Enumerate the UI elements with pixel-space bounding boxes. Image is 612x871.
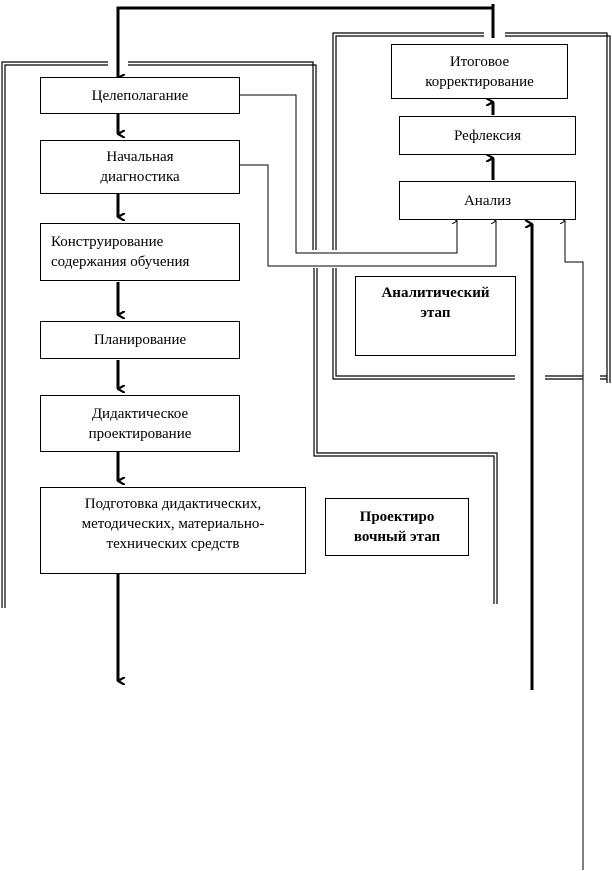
- step-analysis: Анализ: [399, 181, 576, 220]
- step-goal-setting: Целеполагание: [40, 77, 240, 114]
- step-final-correction: Итоговое корректирование: [391, 44, 568, 99]
- design-stage-label: Проектиро вочный этап: [325, 498, 469, 556]
- analytic-stage-label: Аналитический этап: [355, 276, 516, 356]
- step-reflection: Рефлексия: [399, 116, 576, 155]
- design-stage-frame: [1, 61, 498, 608]
- step-content-construction: Конструирование содержания обучения: [40, 223, 240, 281]
- thin-connectors: [240, 94, 584, 870]
- step-planning: Планирование: [40, 321, 240, 359]
- step-arrows: [116, 102, 534, 690]
- step-means-preparation: Подготовка дидактических, методических, …: [40, 487, 306, 574]
- step-didactic-design: Дидактическое проектирование: [40, 395, 240, 452]
- step-initial-diagnostics: Начальная диагностика: [40, 140, 240, 194]
- feedback-arrow: [116, 4, 495, 78]
- analytic-stage-frame: [332, 32, 611, 383]
